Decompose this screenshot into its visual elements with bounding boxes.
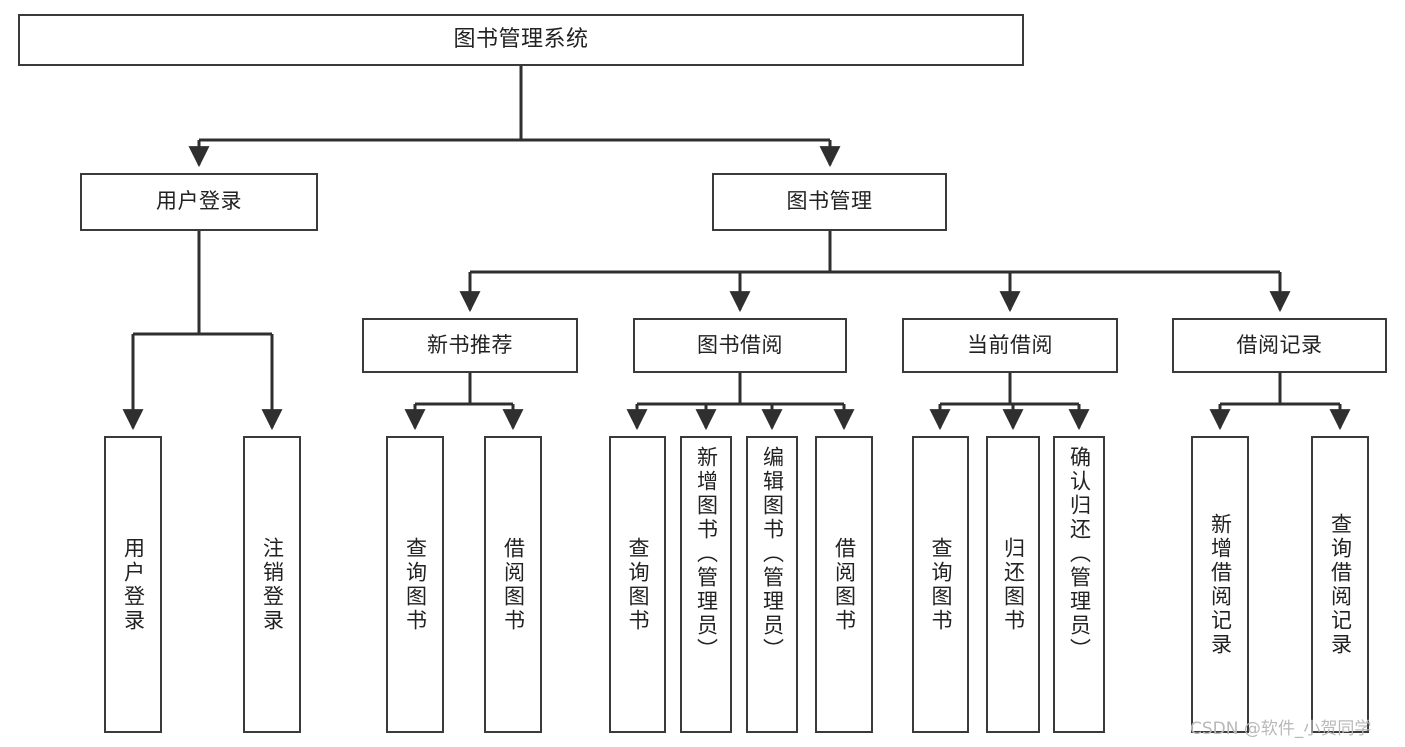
node-leaf-query-book-1[interactable]: 查询图书 (386, 436, 444, 733)
node-leaf-borrow-book-2[interactable]: 借阅图书 (815, 436, 873, 733)
node-current-borrow[interactable]: 当前借阅 (902, 318, 1118, 373)
node-leaf-return-book-label: 归还图书 (1001, 536, 1026, 633)
node-leaf-user-login[interactable]: 用户登录 (104, 436, 162, 733)
watermark-csdn: CSDN @软件_小贺同学 (1190, 719, 1372, 739)
node-root-system[interactable]: 图书管理系统 (18, 14, 1024, 66)
node-leaf-confirm-return[interactable]: 确认归还（管理员） (1053, 436, 1105, 733)
node-leaf-add-book-label: 新增图书（管理员） (694, 446, 719, 662)
node-leaf-query-book-2[interactable]: 查询图书 (609, 436, 666, 733)
node-leaf-query-book-3-label: 查询图书 (929, 536, 953, 633)
node-leaf-borrow-book-1-label: 借阅图书 (501, 536, 526, 633)
node-leaf-confirm-return-label: 确认归还（管理员） (1067, 446, 1092, 662)
node-leaf-query-record-label: 查询借阅记录 (1328, 512, 1353, 657)
node-leaf-edit-book-label: 编辑图书（管理员） (760, 446, 785, 662)
node-leaf-edit-book[interactable]: 编辑图书（管理员） (746, 436, 798, 733)
node-leaf-query-book-1-label: 查询图书 (403, 536, 428, 633)
node-user-login[interactable]: 用户登录 (80, 173, 318, 231)
node-leaf-logout-label: 注销登录 (260, 536, 285, 633)
node-leaf-logout[interactable]: 注销登录 (243, 436, 301, 733)
node-book-borrow-label: 图书借阅 (697, 332, 783, 357)
node-leaf-add-book[interactable]: 新增图书（管理员） (680, 436, 732, 733)
node-leaf-return-book[interactable]: 归还图书 (986, 436, 1040, 733)
node-user-login-label: 用户登录 (156, 189, 242, 214)
node-new-book-rec-label: 新书推荐 (427, 332, 513, 357)
node-leaf-add-record[interactable]: 新增借阅记录 (1191, 436, 1249, 733)
node-leaf-query-book-2-label: 查询图书 (626, 536, 650, 633)
node-leaf-query-record[interactable]: 查询借阅记录 (1311, 436, 1369, 733)
node-root-label: 图书管理系统 (453, 26, 589, 52)
node-leaf-add-record-label: 新增借阅记录 (1208, 512, 1233, 657)
node-leaf-query-book-3[interactable]: 查询图书 (912, 436, 969, 733)
node-borrow-record-label: 借阅记录 (1236, 332, 1323, 357)
node-book-manage-label: 图书管理 (786, 189, 873, 214)
node-current-borrow-label: 当前借阅 (967, 332, 1053, 357)
node-leaf-borrow-book-1[interactable]: 借阅图书 (484, 436, 542, 733)
node-leaf-user-login-label: 用户登录 (121, 536, 146, 633)
node-new-book-rec[interactable]: 新书推荐 (362, 318, 578, 373)
node-book-manage[interactable]: 图书管理 (712, 173, 947, 231)
node-borrow-record[interactable]: 借阅记录 (1172, 318, 1387, 373)
node-book-borrow[interactable]: 图书借阅 (633, 318, 847, 373)
node-leaf-borrow-book-2-label: 借阅图书 (832, 536, 857, 633)
